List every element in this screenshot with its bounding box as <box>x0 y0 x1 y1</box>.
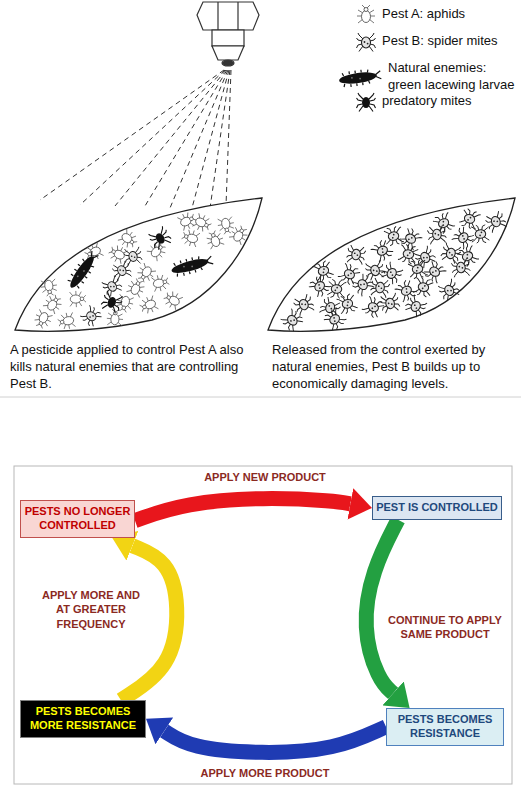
edge-label: CONTINUE TO APPLY SAME PRODUCT <box>382 613 508 642</box>
spidermite-icon <box>280 308 305 333</box>
aphid-icon <box>204 229 225 250</box>
aphid-icon <box>228 223 250 245</box>
spidermite-icon <box>484 210 507 233</box>
spidermite-icon <box>307 274 332 299</box>
caption-text: A pesticide applied to control Pest A al… <box>10 342 262 393</box>
state-box: PEST IS CONTROLLED <box>372 496 502 520</box>
state-box: PESTS BECOMES RESISTANCE <box>386 708 504 746</box>
spidermite-icon <box>370 238 395 263</box>
spidermite-icon <box>471 225 489 244</box>
spidermite-icon <box>350 272 375 297</box>
edge-label: APPLY MORE PRODUCT <box>165 766 365 780</box>
spidermite-icon <box>380 261 405 286</box>
state-box: PESTS BECOMES MORE RESISTANCE <box>20 700 146 738</box>
cycle-arrow <box>366 520 398 694</box>
spidermite-icon <box>403 294 428 319</box>
box-text: PESTS BECOMES MORE RESISTANCE <box>24 705 142 733</box>
leaf <box>15 198 262 331</box>
insects-right <box>280 207 508 332</box>
aphid-icon <box>32 309 54 331</box>
legend-text: predatory mites <box>382 93 518 110</box>
aphid-icon <box>126 276 147 297</box>
aphid-icon <box>117 228 140 251</box>
spidermite-icon <box>413 276 434 298</box>
aphid-icon <box>70 291 87 308</box>
lacewing-icon <box>170 252 215 278</box>
spidermite-icon <box>327 279 346 299</box>
cycle-arrow <box>135 499 350 521</box>
spidermite-icon <box>398 226 423 251</box>
predmite-icon <box>100 290 124 314</box>
spidermite-icon <box>336 293 358 315</box>
leaf <box>268 198 515 331</box>
legend-text: Natural enemies: green lacewing larvae <box>388 60 516 94</box>
predmite-icon <box>147 225 173 251</box>
spidermite-icon <box>322 307 347 332</box>
lacewing-icon <box>65 249 102 293</box>
box-text: PEST IS CONTROLLED <box>376 501 498 515</box>
spidermite-icon <box>451 258 471 277</box>
aphid-icon <box>161 288 183 310</box>
aphid-icon <box>180 228 200 248</box>
divider <box>0 397 521 398</box>
aphid-icon <box>42 292 65 315</box>
state-box: PESTS NO LONGER CONTROLLED <box>20 500 135 538</box>
spidermite-icon <box>123 247 142 266</box>
edge-label: APPLY MORE AND AT GREATER FREQUENCY <box>35 588 147 631</box>
spidermite-icon <box>422 259 447 284</box>
spidermite-icon <box>346 245 367 265</box>
spidermite-icon <box>437 278 461 302</box>
aphid-icon <box>192 213 214 235</box>
aphid-icon <box>151 273 170 292</box>
aphid-icon <box>217 217 236 236</box>
spidermite-icon <box>101 275 124 298</box>
legend-text: Pest B: spider mites <box>382 33 518 50</box>
aphid-icon <box>138 295 159 316</box>
spidermite-icon <box>79 304 103 328</box>
spidermite-icon <box>383 226 404 247</box>
aphid-icon <box>40 279 58 297</box>
spidermite-icon <box>361 295 385 319</box>
spray-lines <box>40 70 231 208</box>
box-text: PESTS NO LONGER CONTROLLED <box>24 505 131 533</box>
spray-nozzle <box>197 2 259 66</box>
legend-text: Pest A: aphids <box>382 6 518 23</box>
cycle-arrow <box>164 727 386 753</box>
cycle-frame <box>14 466 512 784</box>
spidermite-icon <box>427 225 447 245</box>
edge-label: APPLY NEW PRODUCT <box>165 470 365 484</box>
legend-samples <box>338 5 382 112</box>
spidermite-icon <box>312 260 334 283</box>
spidermite-icon <box>370 278 391 298</box>
aphid-icon <box>57 312 76 331</box>
box-text: PESTS BECOMES RESISTANCE <box>390 713 500 741</box>
caption-text: Released from the control exerted by nat… <box>272 342 517 393</box>
spidermite-icon <box>440 242 462 264</box>
spidermite-icon <box>408 259 428 280</box>
spidermite-icon <box>379 293 401 314</box>
insects-left <box>32 210 251 331</box>
